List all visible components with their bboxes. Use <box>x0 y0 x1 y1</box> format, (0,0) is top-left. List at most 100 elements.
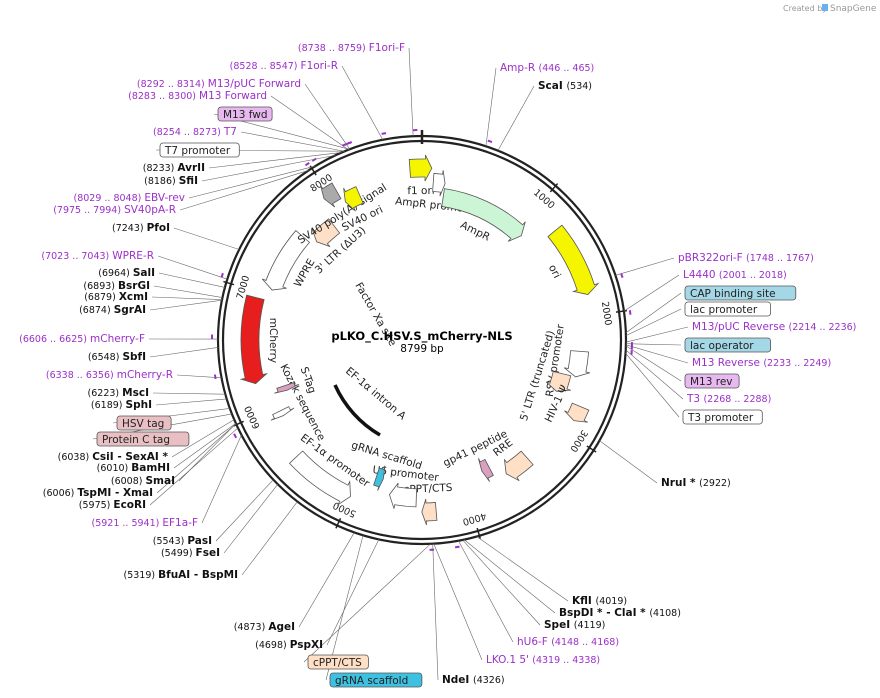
site-csii-sexai[interactable]: (6038) CsiI - SexAI * <box>58 451 169 463</box>
site-scai[interactable]: ScaI (534) <box>538 80 592 92</box>
site-sv40pa-r[interactable]: (7975 .. 7994) SV40pA-R <box>53 204 176 216</box>
feature-s-tag[interactable] <box>274 382 299 394</box>
feature-mcherry[interactable] <box>239 294 268 385</box>
site-protein-c-tag[interactable]: Protein C tag <box>96 431 190 447</box>
site-box-label: CAP binding site <box>690 288 776 300</box>
site-xcmi[interactable]: (6879) XcmI <box>84 291 148 303</box>
site-smai[interactable]: (6008) SmaI <box>111 475 175 487</box>
feature-3-ltr-du3[interactable] <box>311 218 341 248</box>
tick-mark <box>476 527 481 539</box>
feature-kozak-sequence[interactable] <box>270 406 295 421</box>
primer-label: M13/pUC Reverse (2214 .. 2236) <box>692 321 856 333</box>
primer-label: pBR322ori-F (1748 .. 1767) <box>678 252 814 264</box>
site-ebv-rev[interactable]: (8029 .. 8048) EBV-rev <box>73 192 185 204</box>
feature-gp41-peptide[interactable] <box>478 458 494 482</box>
site-m13-puc-forward[interactable]: (8292 .. 8314) M13/pUC Forward <box>137 78 301 90</box>
feature-cppt-cts[interactable] <box>421 498 438 526</box>
site-hu6-f[interactable]: hU6-F (4148 .. 4168) <box>517 636 619 648</box>
site-m13-rev[interactable]: M13 rev <box>684 373 740 389</box>
site-sali[interactable]: (6964) SalI <box>98 267 155 279</box>
primer-label: L4440 (2001 .. 2018) <box>683 269 787 281</box>
primer-label: (8283 .. 8300) M13 Forward <box>128 90 267 102</box>
enzyme-label: (6874) SgrAI <box>79 304 146 316</box>
site-msci[interactable]: (6223) MscI <box>88 387 149 399</box>
site-t3[interactable]: T3 (2268 .. 2288) <box>686 393 771 405</box>
feature-f1-ori[interactable] <box>408 154 433 182</box>
site-ndei[interactable]: NdeI (4326) <box>442 674 505 686</box>
primer-mark <box>381 132 387 135</box>
site-ecori[interactable]: (5975) EcoRI <box>79 499 146 511</box>
site-agei[interactable]: (4873) AgeI <box>234 621 295 633</box>
site-box <box>682 409 763 425</box>
site-grna-scaffold[interactable]: gRNA scaffold <box>329 672 423 688</box>
tick-mark <box>335 517 342 529</box>
primer-label: M13 Reverse (2233 .. 2249) <box>692 357 831 369</box>
site-f1ori-r[interactable]: (8528 .. 8547) F1ori-R <box>230 60 338 72</box>
site-cppt-cts[interactable]: cPPT/CTS <box>307 654 369 670</box>
site-lac-promoter[interactable]: lac promoter <box>684 301 771 317</box>
site-mcherry-r[interactable]: (6338 .. 6356) mCherry-R <box>46 369 173 381</box>
site-mcherry-f[interactable]: (6606 .. 6625) mCherry-F <box>19 333 145 345</box>
site-bfuai-bspmi[interactable]: (5319) BfuAI - BspMI <box>124 569 238 581</box>
primer-mark <box>628 310 632 315</box>
primer-label: (5921 .. 5941) EF1a-F <box>92 517 199 529</box>
site-sfii[interactable]: (8186) SfiI <box>144 175 198 187</box>
site-sphi[interactable]: (6189) SphI <box>91 399 152 411</box>
site-hsv-tag[interactable]: HSV tag <box>116 415 172 431</box>
site-nrui[interactable]: NruI * (2922) <box>661 477 731 489</box>
site-m13-reverse[interactable]: M13 Reverse (2233 .. 2249) <box>692 357 831 369</box>
site-lko-1-5[interactable]: LKO.1 5' (4319 .. 4338) <box>486 654 600 666</box>
site-wpre-r[interactable]: (7023 .. 7043) WPRE-R <box>41 250 154 262</box>
feature-label-f1-ori: f1 ori <box>407 185 434 197</box>
site-bsrgi[interactable]: (6893) BsrGI <box>83 280 150 292</box>
site-sgrai[interactable]: (6874) SgrAI <box>79 304 146 316</box>
feature-u6-promoter[interactable] <box>389 482 418 509</box>
site-cap-binding-site[interactable]: CAP binding site <box>684 285 797 301</box>
feature-grna-scaffold[interactable] <box>373 465 386 491</box>
leader-line <box>153 285 223 298</box>
site-sbfi[interactable]: (6548) SbfI <box>88 351 146 363</box>
enzyme-label: (6893) BsrGI <box>83 280 150 292</box>
site-bamhi[interactable]: (6010) BamHI <box>97 462 170 474</box>
site-spei[interactable]: SpeI (4119) <box>544 619 605 631</box>
feature-hiv-1-psi[interactable] <box>564 402 590 423</box>
site-avrii[interactable]: (8233) AvrII <box>143 162 205 174</box>
leader-line <box>173 423 236 469</box>
site-pfoi[interactable]: (7243) PfoI <box>112 222 170 234</box>
enzyme-label: (5975) EcoRI <box>79 499 146 511</box>
site-t3-promoter[interactable]: T3 promoter <box>682 409 763 425</box>
feature-ef-1a-promoter[interactable] <box>288 450 351 506</box>
feature-sv40-ori[interactable] <box>343 186 364 212</box>
feature-ori[interactable] <box>547 224 600 295</box>
site-m13-puc-reverse[interactable]: M13/pUC Reverse (2214 .. 2236) <box>692 321 856 333</box>
site-t7[interactable]: (8254 .. 8273) T7 <box>153 126 237 138</box>
site-tspmi-xmai[interactable]: (6006) TspMI - XmaI <box>43 487 153 499</box>
feature-rre[interactable] <box>504 450 534 482</box>
feature-wpre[interactable] <box>261 229 311 291</box>
feature-rsv-promoter[interactable] <box>564 350 590 378</box>
credit: Created by SnapGene <box>783 4 877 14</box>
site-m13-forward[interactable]: (8283 .. 8300) M13 Forward <box>128 90 267 102</box>
site-pasi[interactable]: (5543) PasI <box>153 535 212 547</box>
feature-5-ltr-truncated[interactable] <box>545 371 572 392</box>
site-lac-operator[interactable]: lac operator <box>684 337 771 353</box>
site-box-label: M13 fwd <box>223 109 268 121</box>
feature-ampr[interactable] <box>441 188 526 242</box>
tick-mark <box>549 183 559 193</box>
feature-ampr-promoter[interactable] <box>432 170 446 197</box>
leader-line <box>625 292 682 333</box>
site-l4440[interactable]: L4440 (2001 .. 2018) <box>683 269 787 281</box>
site-f1ori-f[interactable]: (8738 .. 8759) F1ori-F <box>298 42 405 54</box>
site-kfli[interactable]: KflI (4019) <box>572 595 627 607</box>
feature-sv40-poly-a-signal[interactable] <box>320 182 342 208</box>
leader-line <box>625 326 689 343</box>
site-pspxi[interactable]: (4698) PspXI <box>255 639 323 651</box>
site-bspdi-clai[interactable]: BspDI * - ClaI * (4108) <box>559 607 681 619</box>
leader-line <box>625 345 682 382</box>
site-pbr322ori-f[interactable]: pBR322ori-F (1748 .. 1767) <box>678 252 814 264</box>
site-fsei[interactable]: (5499) FseI <box>161 547 220 559</box>
site-amp-r[interactable]: Amp-R (446 .. 465) <box>500 62 594 74</box>
site-ef1a-f[interactable]: (5921 .. 5941) EF1a-F <box>92 517 199 529</box>
site-m13-fwd[interactable]: M13 fwd <box>217 106 273 122</box>
site-t7-promoter[interactable]: T7 promoter <box>159 142 240 158</box>
